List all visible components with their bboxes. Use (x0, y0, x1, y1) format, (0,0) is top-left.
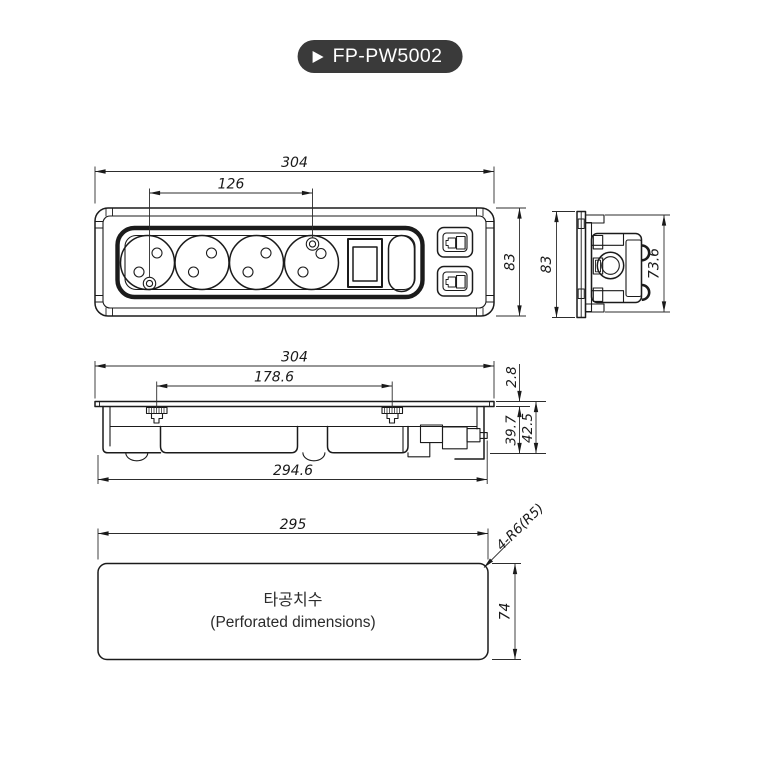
profile-view: 304 178.6 2.8 39.7 42.5 294.6 (94, 350, 546, 484)
housing-bevel (102, 215, 487, 309)
power-switch (347, 238, 383, 288)
cutout-label-en: (Perforated dimensions) (210, 614, 375, 631)
dim-cutout-width: 295 (280, 517, 307, 533)
front-view: 304 126 83 (94, 155, 526, 317)
mount-plate (584, 221, 593, 313)
dim-profile-flange-thickness: 2.8 (504, 366, 520, 387)
side-view: 83 (539, 210, 670, 319)
dim-front-height: 83 (503, 253, 519, 271)
dim-profile-body-width: 294.6 (273, 463, 313, 479)
side-outlet-barrel (596, 251, 625, 280)
cable-exit (419, 424, 488, 450)
port-2 (436, 265, 474, 297)
retention-screw-bottom (641, 283, 651, 302)
play-icon (312, 50, 324, 63)
dim-profile-total-width: 304 (281, 350, 308, 366)
corner-seams (94, 207, 495, 317)
feet (125, 452, 326, 462)
port-1 (436, 226, 474, 258)
lower-body-left (159, 425, 299, 454)
outlet-2 (174, 234, 230, 291)
cutout-view: 타공치수 (Perforated dimensions) 295 74 4-R6… (97, 500, 547, 661)
housing-outline (94, 207, 495, 317)
outlet-1 (119, 234, 176, 291)
dim-cutout-height: 74 (498, 603, 514, 621)
cable-slot (387, 234, 416, 293)
dim-cutout-corner-radius: 4-R6(R5) (493, 500, 547, 553)
dim-front-total-width: 304 (281, 155, 308, 171)
cutout-label-ko: 타공치수 (264, 591, 323, 609)
product-code-label: FP-PW5002 (332, 45, 443, 67)
dim-profile-overall-depth: 42.5 (520, 413, 536, 443)
body-right-wall (454, 405, 485, 460)
side-body (590, 232, 651, 304)
socket-recess (115, 225, 425, 300)
dim-profile-body-depth: 39.7 (504, 415, 520, 445)
ground-pin (305, 237, 320, 251)
flange (94, 400, 495, 408)
cutout-outline (97, 562, 489, 661)
retention-screw-top (641, 244, 651, 262)
dim-front-pin-pitch: 126 (218, 177, 245, 193)
ground-pin (142, 276, 157, 291)
product-badge: FP-PW5002 (297, 40, 463, 73)
outlet-3 (228, 234, 285, 291)
outlet-4 (283, 234, 340, 291)
dim-profile-clip-pitch: 178.6 (254, 370, 294, 386)
lower-body-right (326, 425, 409, 454)
dim-side-body-height: 73.6 (647, 248, 663, 279)
body-left-wall (102, 405, 162, 454)
dim-side-height: 83 (539, 256, 555, 274)
